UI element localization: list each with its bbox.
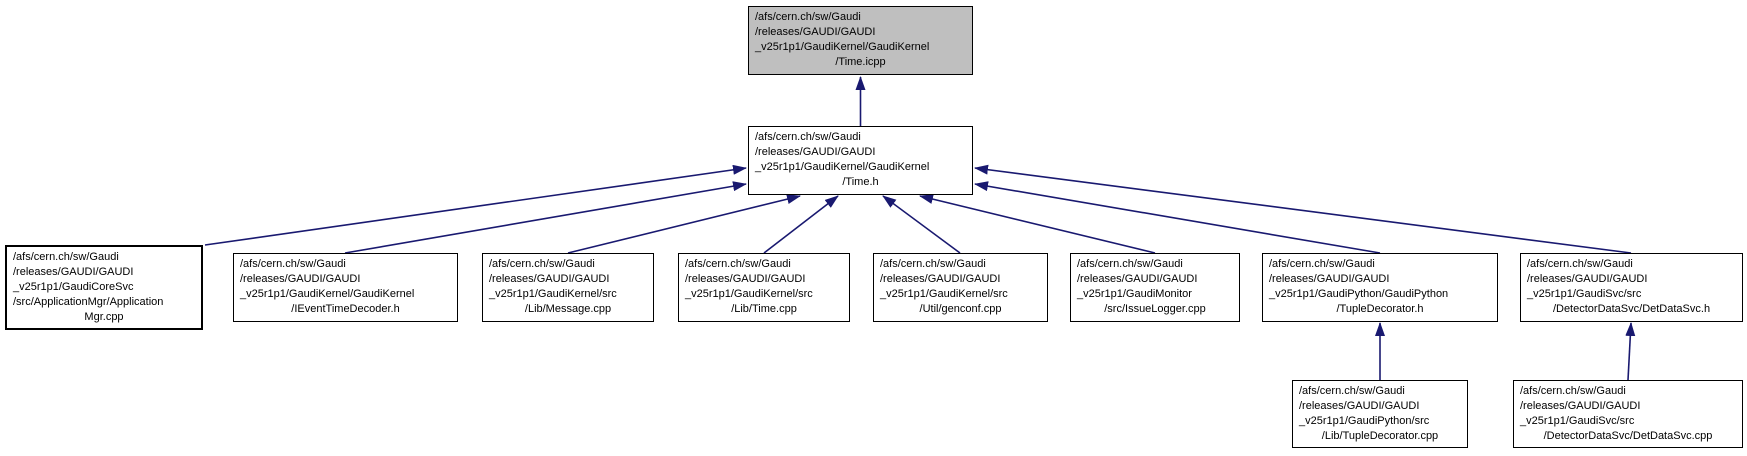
node-path-line: /releases/GAUDI/GAUDI xyxy=(489,273,610,285)
node-path-line: _v25r1p1/GaudiSvc/src xyxy=(1520,415,1635,427)
node-path-line: /afs/cern.ch/sw/Gaudi xyxy=(755,11,861,23)
node-path-line: /Lib/TupleDecorator.cpp xyxy=(1321,430,1439,442)
node-path-line: /DetectorDataSvc/DetDataSvc.h xyxy=(1552,303,1711,315)
node-path-line: _v25r1p1/GaudiCoreSvc xyxy=(13,281,134,293)
node-path-line: /releases/GAUDI/GAUDI xyxy=(685,273,806,285)
node-path-line: /releases/GAUDI/GAUDI xyxy=(1269,273,1390,285)
node-path-line: /afs/cern.ch/sw/Gaudi xyxy=(755,131,861,143)
node-det-data-svc-cpp[interactable]: /afs/cern.ch/sw/Gaudi /releases/GAUDI/GA… xyxy=(1513,380,1743,448)
node-path-line: _v25r1p1/GaudiKernel/GaudiKernel xyxy=(755,161,930,173)
node-path-line: /afs/cern.ch/sw/Gaudi xyxy=(1299,385,1405,397)
node-path-line: /Time.h xyxy=(842,176,879,188)
edge-det-data-svc-h-to-time-h xyxy=(974,164,1632,254)
edge-det-data-svc-cpp-to-det-data-svc-h xyxy=(1625,322,1636,381)
edge-tuple-decorator-h-to-time-h xyxy=(974,181,1381,254)
node-path-line: /src/IssueLogger.cpp xyxy=(1104,303,1206,315)
edge-genconf-to-time-h xyxy=(882,195,961,254)
node-path-line: /Lib/Time.cpp xyxy=(731,303,797,315)
node-path-line: /afs/cern.ch/sw/Gaudi xyxy=(1077,258,1183,270)
node-application-mgr-cpp[interactable]: /afs/cern.ch/sw/Gaudi /releases/GAUDI/GA… xyxy=(5,245,203,330)
node-path-line: /IEventTimeDecoder.h xyxy=(291,303,400,315)
node-path-line: _v25r1p1/GaudiKernel/GaudiKernel xyxy=(240,288,415,300)
node-path-line: /afs/cern.ch/sw/Gaudi xyxy=(13,251,119,263)
edge-issue-logger-to-time-h xyxy=(919,194,1156,254)
edge-message-to-time-h xyxy=(567,194,801,254)
node-path-line: /releases/GAUDI/GAUDI xyxy=(880,273,1001,285)
node-tuple-decorator-cpp[interactable]: /afs/cern.ch/sw/Gaudi /releases/GAUDI/GA… xyxy=(1292,380,1468,448)
node-genconf-cpp[interactable]: /afs/cern.ch/sw/Gaudi /releases/GAUDI/GA… xyxy=(873,253,1048,322)
node-path-line: _v25r1p1/GaudiKernel/src xyxy=(489,288,617,300)
node-path-line: _v25r1p1/GaudiKernel/src xyxy=(685,288,813,300)
node-path-line: /afs/cern.ch/sw/Gaudi xyxy=(1269,258,1375,270)
node-path-line: _v25r1p1/GaudiPython/GaudiPython xyxy=(1269,288,1449,300)
node-path-line: /TupleDecorator.h xyxy=(1336,303,1424,315)
node-path-line: /releases/GAUDI/GAUDI xyxy=(1527,273,1648,285)
node-time-icpp: /afs/cern.ch/sw/Gaudi /releases/GAUDI/GA… xyxy=(748,6,973,75)
node-path-line: _v25r1p1/GaudiKernel/GaudiKernel xyxy=(755,41,930,53)
edge-time-cpp-to-time-h xyxy=(763,195,839,254)
node-path-line: _v25r1p1/GaudiSvc/src xyxy=(1527,288,1642,300)
node-time-cpp[interactable]: /afs/cern.ch/sw/Gaudi /releases/GAUDI/GA… xyxy=(678,253,850,322)
node-path-line: _v25r1p1/GaudiKernel/src xyxy=(880,288,1008,300)
node-path-line: /afs/cern.ch/sw/Gaudi xyxy=(880,258,986,270)
node-path-line: /Time.icpp xyxy=(835,56,886,68)
node-path-line: /src/ApplicationMgr/Application xyxy=(13,296,164,308)
node-path-line: /afs/cern.ch/sw/Gaudi xyxy=(240,258,346,270)
node-path-line: _v25r1p1/GaudiMonitor xyxy=(1077,288,1192,300)
node-path-line: /Util/genconf.cpp xyxy=(919,303,1002,315)
node-tuple-decorator-h[interactable]: /afs/cern.ch/sw/Gaudi /releases/GAUDI/GA… xyxy=(1262,253,1498,322)
node-path-line: /releases/GAUDI/GAUDI xyxy=(755,26,876,38)
node-time-h[interactable]: /afs/cern.ch/sw/Gaudi /releases/GAUDI/GA… xyxy=(748,126,973,195)
node-path-line: /DetectorDataSvc/DetDataSvc.cpp xyxy=(1543,430,1713,442)
node-path-line: Mgr.cpp xyxy=(84,311,124,323)
node-path-line: /afs/cern.ch/sw/Gaudi xyxy=(1527,258,1633,270)
node-message-cpp[interactable]: /afs/cern.ch/sw/Gaudi /releases/GAUDI/GA… xyxy=(482,253,654,322)
edge-application-mgr-to-time-h xyxy=(204,164,747,246)
node-path-line: /afs/cern.ch/sw/Gaudi xyxy=(1520,385,1626,397)
node-path-line: /releases/GAUDI/GAUDI xyxy=(1077,273,1198,285)
node-issue-logger-cpp[interactable]: /afs/cern.ch/sw/Gaudi /releases/GAUDI/GA… xyxy=(1070,253,1240,322)
node-det-data-svc-h[interactable]: /afs/cern.ch/sw/Gaudi /releases/GAUDI/GA… xyxy=(1520,253,1743,322)
node-path-line: /releases/GAUDI/GAUDI xyxy=(240,273,361,285)
node-path-line: /afs/cern.ch/sw/Gaudi xyxy=(489,258,595,270)
node-path-line: /releases/GAUDI/GAUDI xyxy=(1299,400,1420,412)
node-path-line: /releases/GAUDI/GAUDI xyxy=(1520,400,1641,412)
node-path-line: _v25r1p1/GaudiPython/src xyxy=(1299,415,1430,427)
node-path-line: /releases/GAUDI/GAUDI xyxy=(13,266,134,278)
node-path-line: /releases/GAUDI/GAUDI xyxy=(755,146,876,158)
node-path-line: /afs/cern.ch/sw/Gaudi xyxy=(685,258,791,270)
node-path-line: /Lib/Message.cpp xyxy=(524,303,612,315)
node-ievent-time-decoder-h[interactable]: /afs/cern.ch/sw/Gaudi /releases/GAUDI/GA… xyxy=(233,253,458,322)
edge-ievent-time-decoder-to-time-h xyxy=(344,181,747,254)
